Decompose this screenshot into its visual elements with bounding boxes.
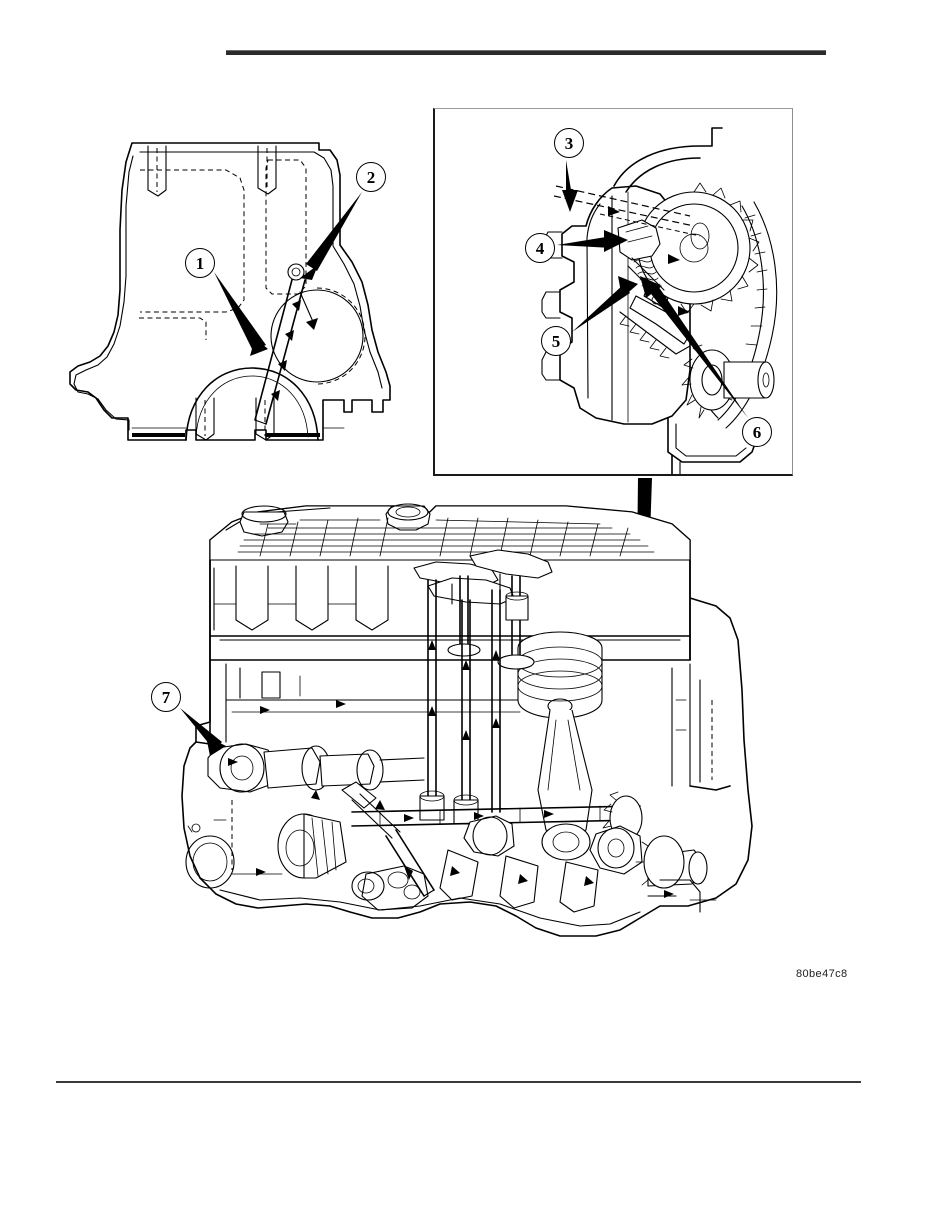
tensioner-rack xyxy=(619,315,670,359)
callout-7[interactable]: 7 xyxy=(151,682,181,712)
alignment-dashed-lines xyxy=(553,185,701,237)
oil-flow-arrows xyxy=(228,700,594,886)
callout-1[interactable]: 1 xyxy=(185,248,215,278)
right-block-galleries xyxy=(647,879,717,913)
engine-cutaway-drawing xyxy=(181,503,753,937)
valve-cover-hatching xyxy=(237,519,655,553)
valve-assembly xyxy=(497,575,535,670)
valve-assembly-2 xyxy=(447,575,481,657)
callout-2[interactable]: 2 xyxy=(356,162,386,192)
oil-pump-and-pickup xyxy=(213,781,435,911)
crankshaft xyxy=(207,743,708,913)
callout-6[interactable]: 6 xyxy=(742,417,772,447)
cylinder-block xyxy=(195,597,731,791)
callout-5[interactable]: 5 xyxy=(541,326,571,356)
bottom-horizontal-rule xyxy=(56,1081,861,1083)
block-front-features xyxy=(185,823,235,889)
chain-tensioner-assembly xyxy=(617,219,691,345)
crankshaft-sprocket xyxy=(681,344,775,419)
top-horizontal-rule xyxy=(226,50,826,55)
callout-6-leader xyxy=(640,276,748,418)
callout-4[interactable]: 4 xyxy=(525,233,555,263)
callout-1-leader xyxy=(214,272,268,356)
callout-4-leader xyxy=(557,230,628,252)
valvetrain xyxy=(413,549,553,825)
callout-3[interactable]: 3 xyxy=(554,128,584,158)
timing-cover-plate-drawing xyxy=(69,142,391,441)
callout-5-leader xyxy=(572,276,638,332)
callout-3-leader xyxy=(562,160,578,212)
figure-id-text: 80be47c8 xyxy=(796,968,848,980)
valve-cover xyxy=(209,503,691,561)
callout-7-leader xyxy=(180,708,226,756)
callout-2-leader xyxy=(300,192,362,280)
piston-and-rod xyxy=(517,631,603,861)
